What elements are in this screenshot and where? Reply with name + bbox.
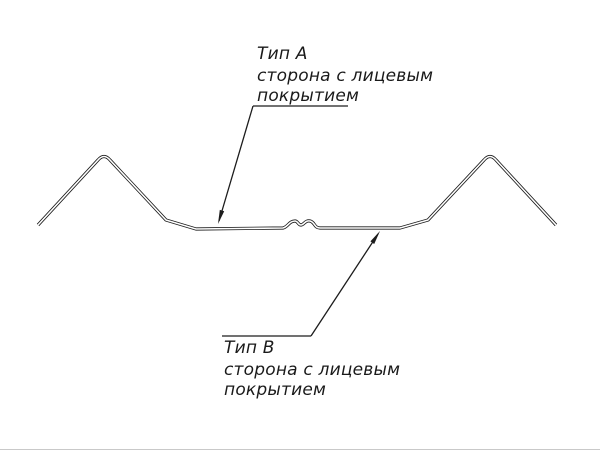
label-type-a-title: Тип А <box>257 44 308 64</box>
leader-a-arrowhead-icon <box>218 209 225 224</box>
label-type-a: Тип А сторона с лицевым покрытием <box>257 44 433 106</box>
label-type-b: Тип В сторона с лицевым покрытием <box>224 338 400 400</box>
label-type-a-desc-line1: сторона с лицевым <box>257 66 434 86</box>
leader-b-arrowhead-icon <box>370 231 380 244</box>
leader-a-diagonal <box>218 105 254 222</box>
leader-type-b <box>222 231 380 337</box>
leader-type-a <box>218 105 348 224</box>
label-type-b-desc-line1: сторона с лицевым <box>224 360 401 380</box>
profile-outline <box>36 154 558 231</box>
leader-b-diagonal <box>310 233 379 337</box>
label-type-b-title: Тип В <box>224 338 275 358</box>
label-type-a-desc-line2: покрытием <box>257 86 360 106</box>
label-type-b-desc-line2: покрытием <box>224 380 327 400</box>
profile-inner-gap <box>37 155 557 230</box>
